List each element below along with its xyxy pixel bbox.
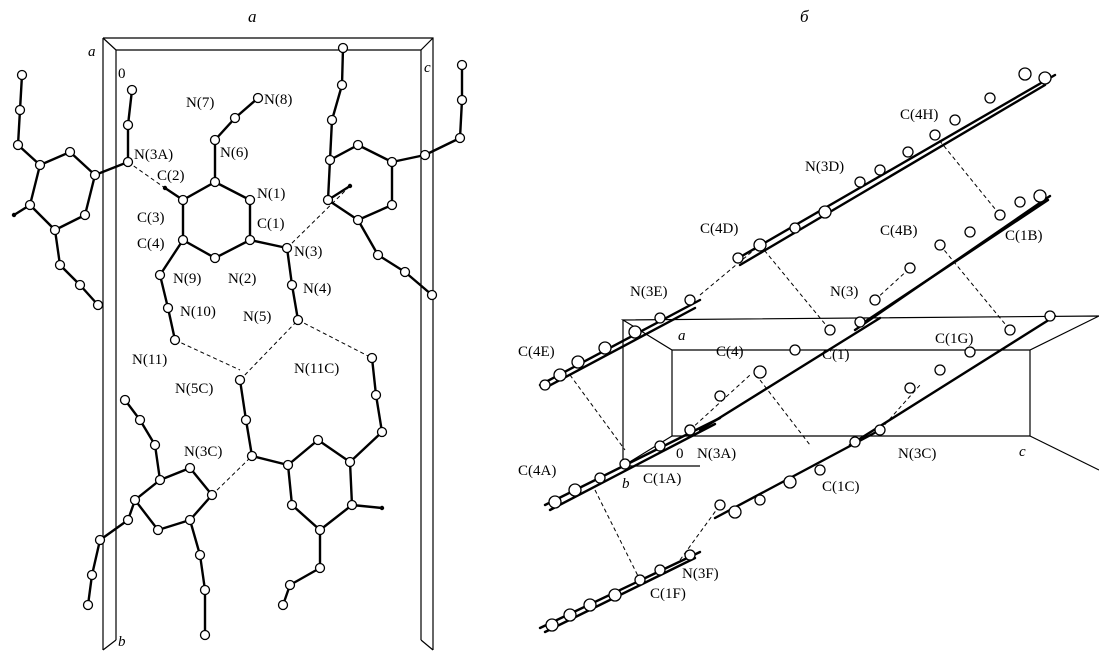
label-a-n3a: N(3A): [134, 147, 173, 163]
label-a-n3c: N(3C): [184, 444, 222, 460]
label-a-n7: N(7): [186, 95, 214, 111]
panel-a-hydrogen-bonds: [127, 161, 373, 496]
label-a-n10: N(10): [180, 304, 216, 320]
panel-a-labels: N(7) N(8) N(3A) N(6) C(2) N(1) C(3) C(1)…: [132, 92, 339, 460]
label-b-c1b: C(1B): [1005, 228, 1043, 244]
panel-b-labels: C(4H) N(3D) C(4D) C(4B) C(1B) N(3E) N(3)…: [518, 107, 1043, 602]
label-b-n3c: N(3C): [898, 446, 936, 462]
panel-b-caption: б: [800, 7, 809, 26]
label-a-c1: C(1): [257, 216, 285, 232]
panel-b-axis-c: c: [1019, 444, 1026, 460]
label-b-c1f: C(1F): [650, 586, 686, 602]
panel-a-axis-c: c: [424, 60, 431, 76]
label-a-n4: N(4): [303, 281, 331, 297]
label-a-n2: N(2): [228, 271, 256, 287]
panel-a-origin: 0: [118, 66, 126, 82]
panel-a-molecule-upper-left: [12, 73, 134, 307]
label-b-c1g: C(1G): [935, 331, 973, 347]
label-b-n3e: N(3E): [630, 284, 668, 300]
label-b-c4h: C(4H): [900, 107, 938, 123]
label-a-c2: C(2): [157, 168, 185, 184]
label-a-n1: N(1): [257, 186, 285, 202]
label-b-c1a: C(1A): [643, 471, 681, 487]
panel-a-axis-a: a: [88, 44, 96, 60]
label-b-c1: C(1): [822, 347, 850, 363]
label-b-c4e: C(4E): [518, 344, 555, 360]
label-a-n8: N(8): [264, 92, 292, 108]
panel-a-atoms: [11, 42, 468, 641]
panel-a-molecule-middle: [238, 356, 384, 607]
label-b-c4: C(4): [716, 344, 744, 360]
label-b-n3d: N(3D): [805, 159, 844, 175]
label-b-c1c: C(1C): [822, 479, 860, 495]
label-a-n11c: N(11C): [294, 361, 339, 377]
label-a-n11: N(11): [132, 352, 167, 368]
label-b-n3a: N(3A): [697, 446, 736, 462]
panel-b-unit-cell: [620, 315, 1099, 471]
panel-b-axis-a: a: [678, 328, 686, 344]
label-b-c4a: C(4A): [518, 463, 556, 479]
label-a-n5: N(5): [243, 309, 271, 325]
label-b-c4d: C(4D): [700, 221, 738, 237]
panel-a-unit-cell: [102, 37, 434, 651]
panel-b: б a 0 c b: [518, 7, 1099, 634]
label-a-c3: C(3): [137, 210, 165, 226]
label-a-n6: N(6): [220, 145, 248, 161]
panel-a: а a 0 c b: [11, 7, 468, 651]
panel-b-origin: 0: [676, 446, 684, 462]
label-b-c4b: C(4B): [880, 223, 918, 239]
label-a-n5c: N(5C): [175, 381, 213, 397]
label-b-n3f: N(3F): [682, 566, 719, 582]
panel-a-axis-b: b: [118, 634, 126, 650]
label-a-c4: C(4): [137, 236, 165, 252]
panel-a-molecule-upper-right: [326, 46, 464, 297]
panel-b-axis-b: b: [622, 476, 630, 492]
label-b-n3: N(3): [830, 284, 858, 300]
panel-b-atoms: [539, 67, 1056, 632]
panel-b-hydrogen-bonds: [569, 134, 1011, 581]
panel-a-caption: а: [248, 7, 257, 26]
label-a-n3: N(3): [294, 244, 322, 260]
label-a-n9: N(9): [173, 271, 201, 287]
